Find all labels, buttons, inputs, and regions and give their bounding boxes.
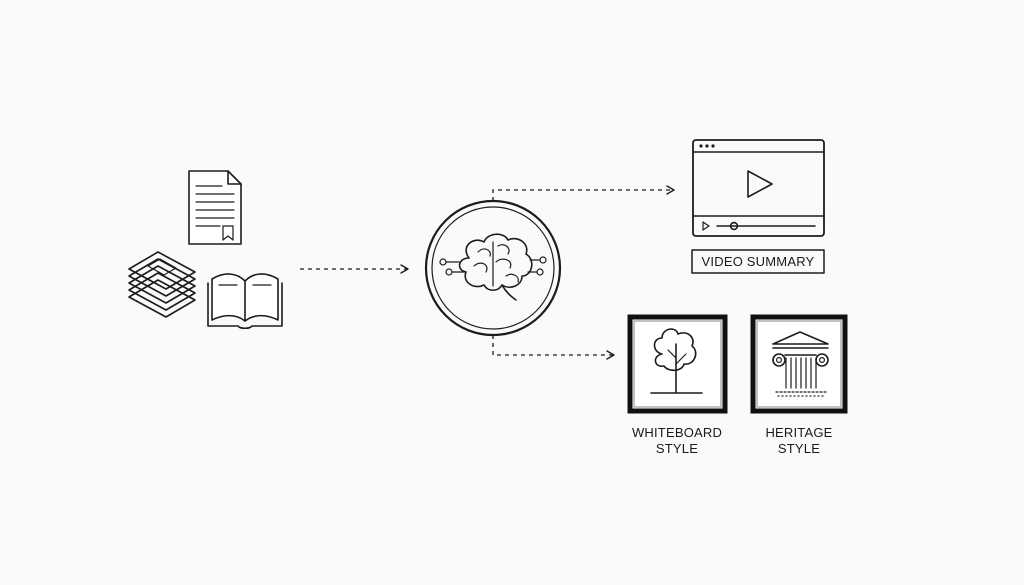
styles-arrow: [492, 335, 615, 360]
whiteboard-label-line2: STYLE: [656, 441, 698, 456]
heritage-label-line2: STYLE: [778, 441, 820, 456]
whiteboard-label-line1: WHITEBOARD: [632, 425, 722, 440]
heritage-label-line1: HERITAGE: [765, 425, 832, 440]
brain-icon: [439, 233, 547, 301]
temple-icon: [772, 331, 829, 397]
open-book-icon: [207, 273, 283, 330]
video-summary-text: VIDEO SUMMARY: [702, 254, 815, 269]
document-icon: [188, 170, 242, 245]
video-summary-label: VIDEO SUMMARY: [691, 249, 825, 274]
video-player-icon: [692, 139, 825, 237]
ai-processor: [424, 199, 562, 337]
tree-icon: [650, 328, 703, 394]
whiteboard-style-tile: [627, 314, 728, 414]
heritage-style-tile: [750, 314, 848, 414]
papers-stack-icon: [128, 251, 196, 318]
video-arrow: [492, 185, 675, 201]
